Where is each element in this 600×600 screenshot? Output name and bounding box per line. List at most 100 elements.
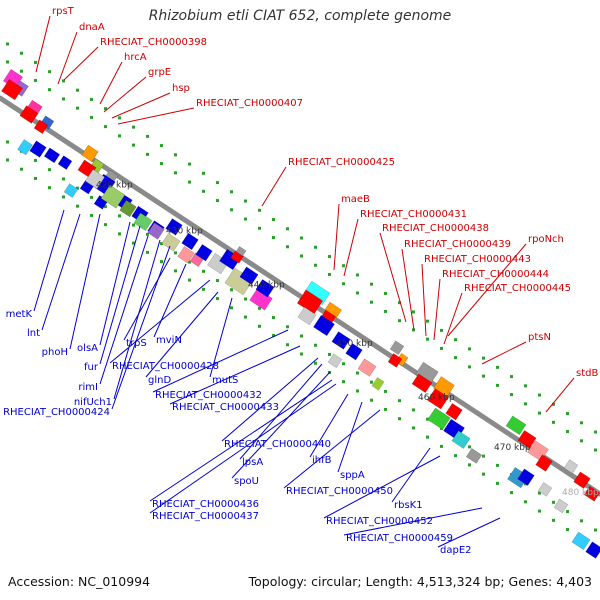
feature-block[interactable] [19, 105, 39, 124]
forward-gene-label[interactable]: dnaA [79, 22, 105, 33]
feature-block[interactable] [81, 144, 99, 163]
reverse-gene-label[interactable]: RHECIAT_CH0000452 [326, 516, 433, 527]
feature-block[interactable] [387, 353, 403, 368]
reverse-gene-label[interactable]: RHECIAT_CH0000440 [224, 439, 331, 450]
feature-block[interactable] [297, 306, 317, 326]
track-tick [90, 195, 93, 199]
reverse-gene-label[interactable]: RHECIAT_CH0000433 [172, 402, 279, 413]
forward-gene-label[interactable]: ptsN [528, 332, 551, 343]
reverse-gene-label[interactable]: RHECIAT_CH0000450 [286, 486, 393, 497]
reverse-gene-label[interactable]: RHECIAT_CH0000459 [346, 533, 453, 544]
forward-label-leader [35, 15, 51, 73]
feature-block[interactable] [57, 155, 73, 170]
feature-block[interactable] [411, 373, 433, 394]
forward-gene-label[interactable]: RHECIAT_CH0000438 [382, 223, 489, 234]
feature-block[interactable] [427, 388, 449, 410]
feature-block[interactable] [181, 232, 199, 251]
feature-block[interactable] [553, 498, 569, 514]
feature-block[interactable] [427, 407, 451, 430]
forward-gene-label[interactable]: rpsT [52, 6, 75, 17]
feature-block[interactable] [451, 430, 471, 449]
reverse-gene-label[interactable]: lnt [27, 328, 40, 339]
feature-block[interactable] [327, 353, 343, 369]
forward-gene-label[interactable]: stdB [576, 368, 598, 379]
reverse-gene-label[interactable]: nifUch1 [74, 397, 112, 408]
forward-gene-label[interactable]: RHECIAT_CH0000439 [404, 239, 511, 250]
reverse-gene-label[interactable]: lpsA [242, 457, 263, 468]
track-tick [174, 171, 177, 175]
reverse-gene-label[interactable]: RHECIAT_CH0000437 [152, 511, 259, 522]
feature-block[interactable] [255, 279, 275, 298]
reverse-gene-label[interactable]: rbsK1 [394, 500, 423, 511]
feature-block[interactable] [313, 314, 335, 337]
feature-block[interactable] [119, 199, 137, 218]
track-tick [104, 205, 107, 209]
track-tick [48, 70, 51, 74]
reverse-gene-label[interactable]: RHECIAT_CH0000428 [112, 361, 219, 372]
forward-gene-label[interactable]: grpE [148, 67, 171, 78]
feature-block[interactable] [165, 218, 183, 236]
feature-block[interactable] [100, 184, 126, 209]
feature-block[interactable] [357, 358, 377, 377]
reverse-gene-label[interactable]: phoH [42, 347, 68, 358]
feature-block[interactable] [465, 448, 483, 464]
feature-block[interactable] [389, 340, 405, 355]
feature-block[interactable] [1, 79, 23, 101]
feature-block[interactable] [445, 403, 463, 421]
feature-block[interactable] [161, 233, 181, 252]
feature-block[interactable] [17, 139, 33, 156]
reverse-gene-label[interactable]: spoU [234, 476, 259, 487]
reverse-gene-label[interactable]: rimI [78, 382, 98, 393]
forward-gene-label[interactable]: RHECIAT_CH0000398 [100, 37, 207, 48]
feature-block[interactable] [573, 471, 591, 489]
feature-block[interactable] [583, 485, 600, 502]
reverse-gene-label[interactable]: trpS [126, 338, 147, 349]
reverse-gene-label[interactable]: mutS [212, 375, 238, 386]
feature-block[interactable] [177, 246, 195, 264]
forward-gene-label[interactable]: RHECIAT_CH0000443 [424, 254, 531, 265]
feature-block[interactable] [517, 468, 535, 486]
forward-gene-label[interactable]: RHECIAT_CH0000431 [360, 209, 467, 220]
feature-block[interactable] [371, 377, 385, 391]
reverse-gene-label[interactable]: ihfB [312, 455, 332, 466]
forward-gene-label[interactable]: RHECIAT_CH0000425 [288, 157, 395, 168]
feature-block[interactable] [535, 454, 553, 472]
reverse-gene-label[interactable]: RHECIAT_CH0000432 [155, 390, 262, 401]
reverse-gene-label[interactable]: sppA [340, 470, 365, 481]
reverse-gene-label[interactable]: mviN [156, 335, 182, 346]
reverse-gene-label[interactable]: olsA [77, 343, 98, 354]
reverse-gene-label[interactable]: glnD [148, 375, 171, 386]
forward-gene-label[interactable]: RHECIAT_CH0000444 [442, 269, 549, 280]
feature-block[interactable] [230, 250, 244, 264]
reverse-gene-label[interactable]: RHECIAT_CH0000424 [3, 407, 110, 418]
feature-block[interactable] [63, 183, 79, 198]
feature-block[interactable] [537, 482, 553, 497]
feature-block[interactable] [563, 459, 579, 474]
feature-block[interactable] [505, 415, 527, 436]
feature-block[interactable] [29, 140, 47, 158]
feature-block[interactable] [331, 331, 351, 350]
track-tick [468, 347, 471, 351]
feature-block[interactable] [517, 429, 537, 449]
feature-block[interactable] [571, 531, 591, 551]
reverse-gene-label[interactable]: fur [84, 362, 99, 373]
feature-block[interactable] [33, 119, 49, 135]
feature-block[interactable] [195, 244, 213, 262]
forward-gene-label[interactable]: rpoNch [528, 234, 564, 245]
feature-block[interactable] [239, 266, 259, 285]
reverse-gene-label[interactable]: metK [6, 309, 33, 320]
reverse-gene-label[interactable]: RHECIAT_CH0000436 [152, 499, 259, 510]
reverse-gene-label[interactable]: dapE2 [440, 545, 472, 556]
feature-block[interactable] [345, 343, 363, 361]
track-tick [34, 78, 37, 82]
feature-block[interactable] [43, 147, 61, 164]
forward-gene-label[interactable]: RHECIAT_CH0000407 [196, 98, 303, 109]
forward-gene-label[interactable]: hrcA [124, 52, 147, 63]
feature-block[interactable] [84, 169, 106, 190]
track-tick [244, 315, 247, 319]
forward-gene-label[interactable]: RHECIAT_CH0000445 [464, 283, 571, 294]
forward-gene-label[interactable]: maeB [341, 194, 370, 205]
forward-gene-label[interactable]: hsp [172, 83, 190, 94]
feature-block[interactable] [147, 222, 165, 240]
feature-block[interactable] [585, 541, 600, 559]
